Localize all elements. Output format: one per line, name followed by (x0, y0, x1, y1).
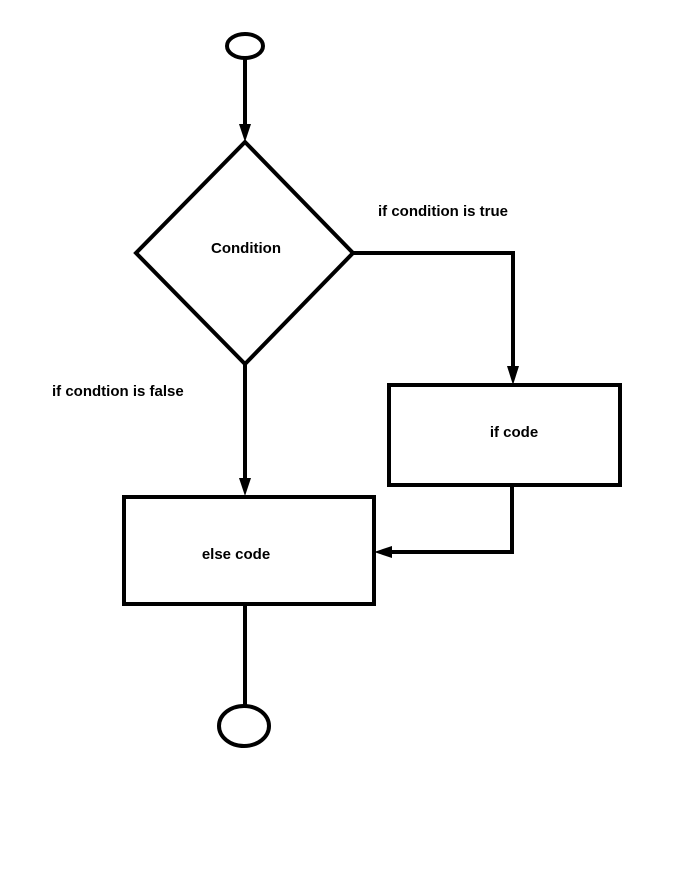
start-terminator (225, 32, 265, 60)
false-branch-label: if condtion is false (52, 383, 184, 400)
true-branch-arrowhead (507, 366, 519, 385)
true-branch-label: if condition is true (378, 203, 508, 220)
false-branch-arrowhead (239, 478, 251, 496)
true-branch-connector (353, 251, 515, 372)
if-code-process (387, 383, 622, 487)
if-code-label: if code (490, 424, 538, 441)
end-terminator (217, 704, 271, 748)
else-code-label: else code (202, 546, 270, 563)
condition-label: Condition (211, 240, 281, 257)
else-code-process (122, 495, 376, 606)
if-to-else-connector (388, 485, 514, 554)
if-to-else-arrowhead (374, 546, 392, 558)
start-to-condition-arrowhead (239, 124, 251, 142)
